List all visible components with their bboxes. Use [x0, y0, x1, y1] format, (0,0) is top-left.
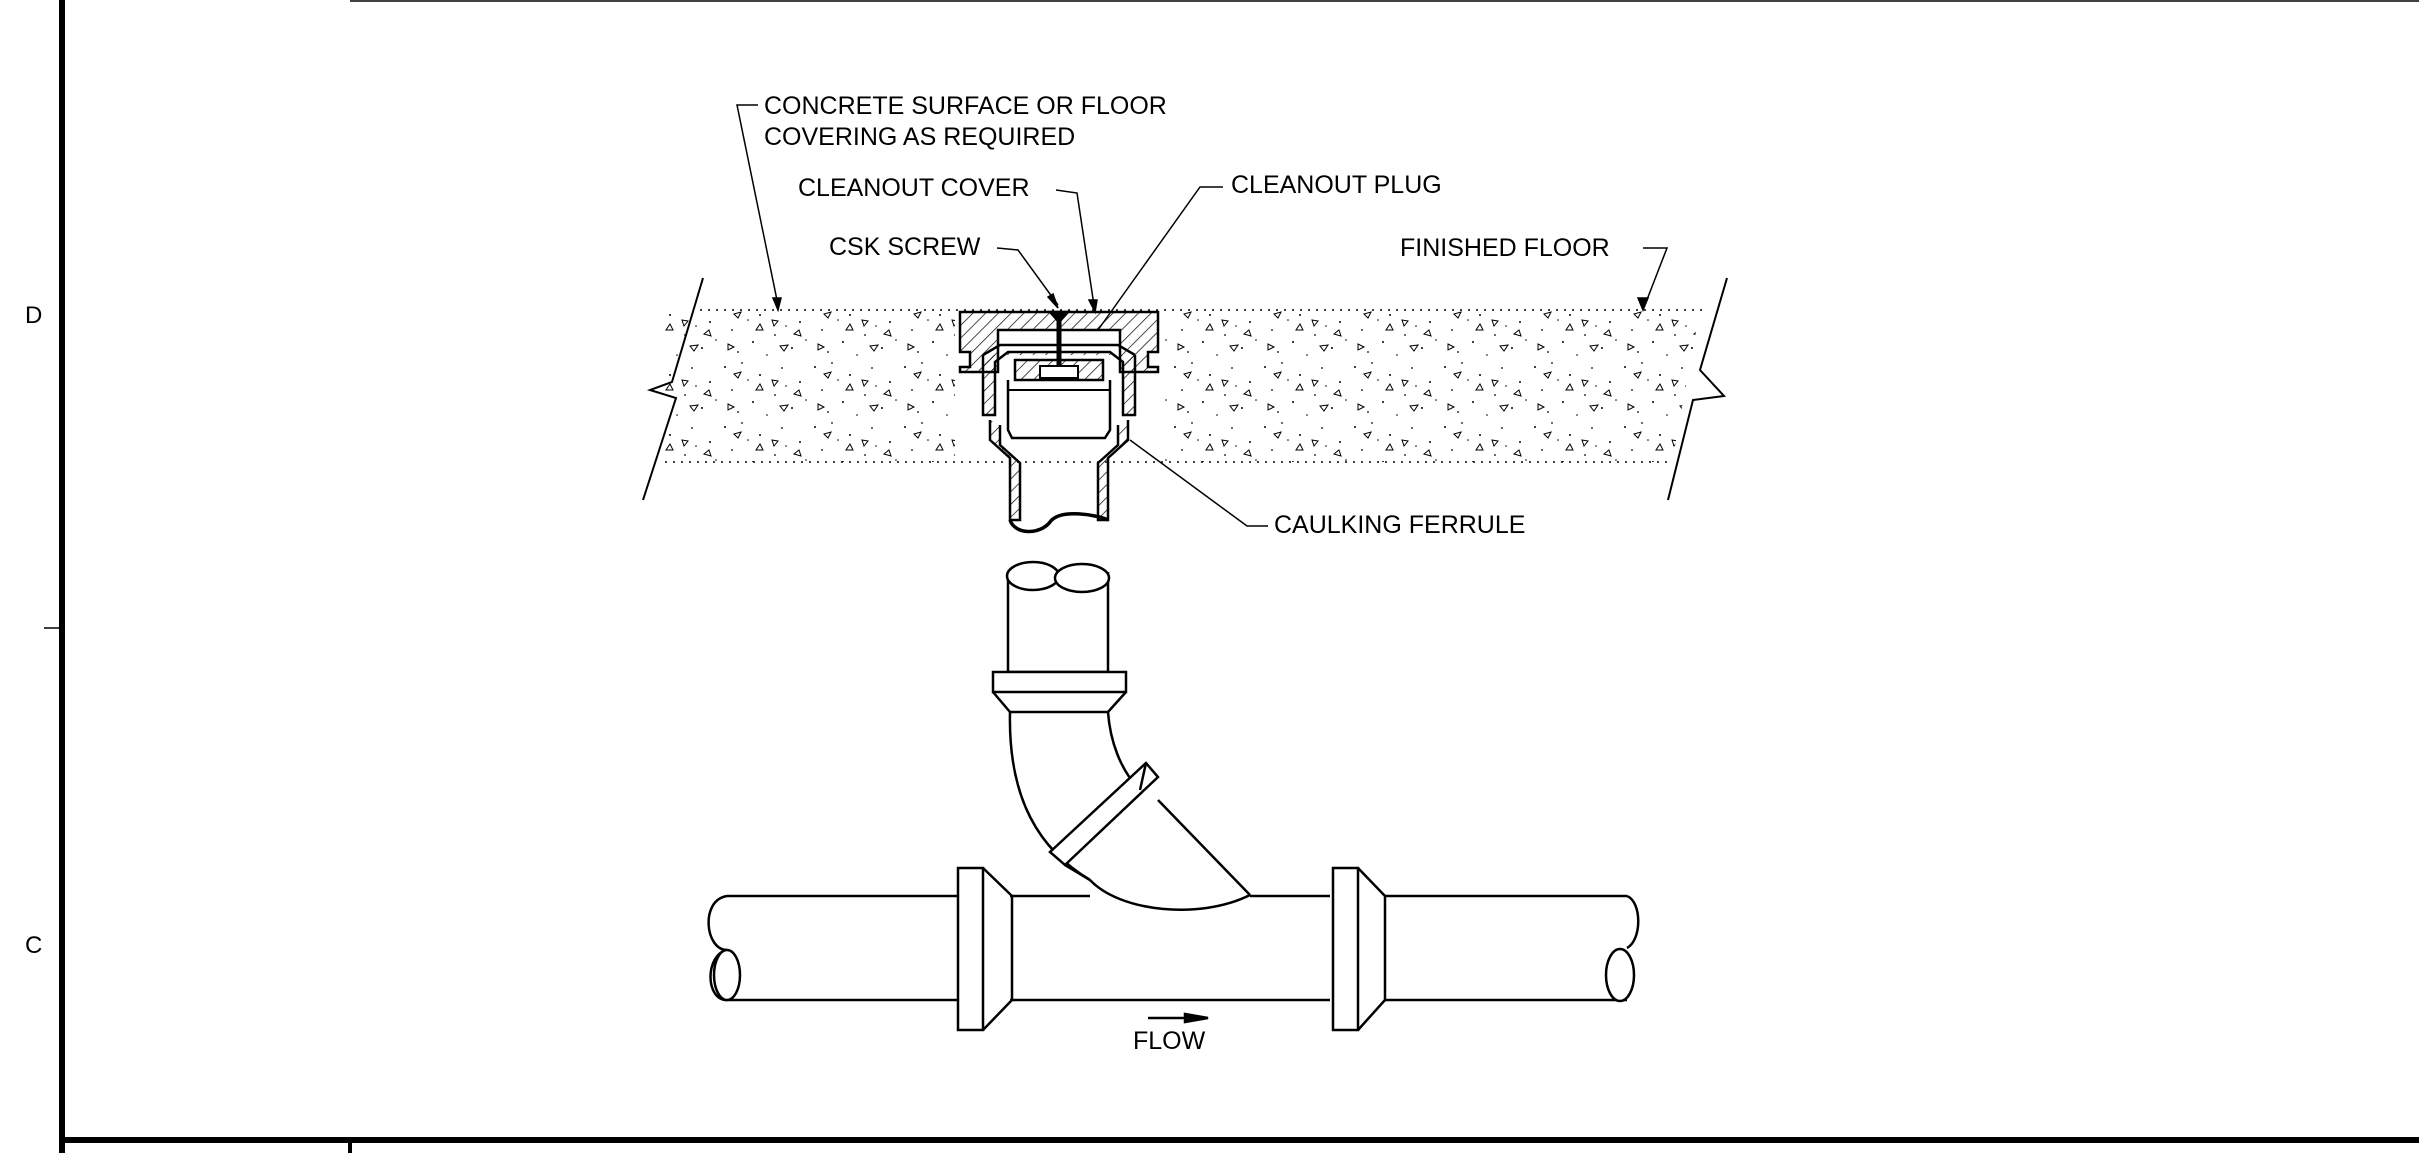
zone-label-c: C: [25, 932, 43, 959]
finished-floor-callout: FINISHED FLOOR: [1400, 234, 1610, 262]
caulking-ferrule-callout: CAULKING FERRULE: [1274, 511, 1526, 539]
caulking-ferrule: [988, 420, 1130, 522]
concrete-slab: [642, 277, 1728, 501]
concrete-surface-callout-line1: CONCRETE SURFACE OR FLOOR: [764, 92, 1167, 120]
csk-screw-callout: CSK SCREW: [829, 233, 981, 261]
cleanout-cover: [958, 310, 1160, 374]
flow-label: FLOW: [1133, 1027, 1206, 1055]
sheet-border: [44, 0, 2419, 1153]
cleanout-cover-callout: CLEANOUT COVER: [798, 174, 1030, 202]
leader-lines: [736, 104, 1669, 527]
cleanout-assembly: [958, 310, 1160, 534]
cleanout-plug-callout: CLEANOUT PLUG: [1231, 171, 1442, 199]
pipe-assembly: [707, 560, 1640, 1032]
concrete-surface-callout-line2: COVERING AS REQUIRED: [764, 123, 1076, 151]
left-break-line: [642, 277, 704, 501]
right-break-line: [1667, 277, 1728, 501]
zone-label-d: D: [25, 302, 43, 329]
